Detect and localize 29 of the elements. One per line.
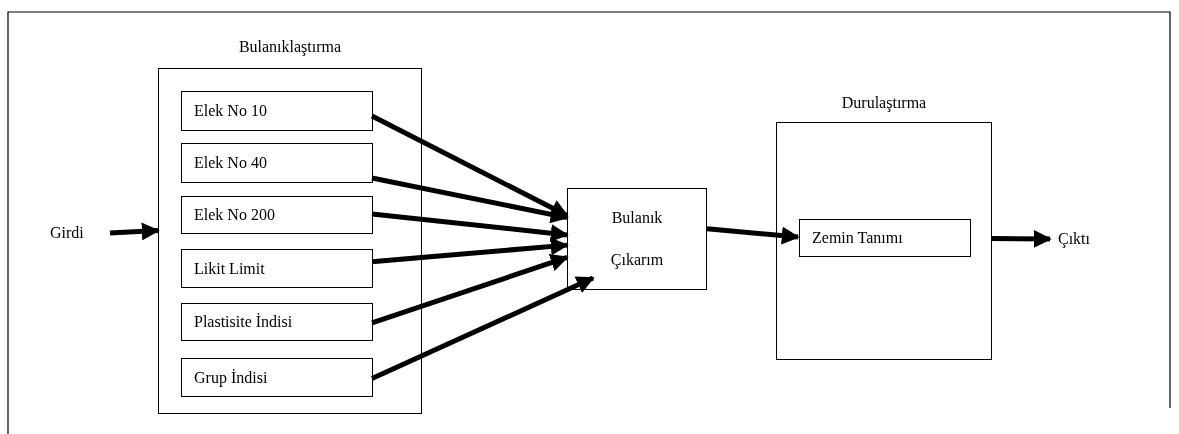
arrow <box>371 254 569 326</box>
box-text: Grup İndisi <box>194 367 268 388</box>
process-box <box>567 188 707 290</box>
group-heading: Durulaştırma <box>840 94 928 112</box>
arrow <box>371 237 569 265</box>
box-text: Zemin Tanımı <box>812 228 903 248</box>
io-label: Çıktı <box>1058 228 1090 250</box>
box-text: Likit Limit <box>194 258 265 279</box>
process-box <box>181 249 373 288</box>
arrow <box>371 211 569 243</box>
process-box <box>181 303 373 341</box>
arrow <box>992 229 1052 248</box>
process-box <box>181 91 373 131</box>
box-text: Bulanık Çıkarım <box>609 208 665 271</box>
box-text: Plastisite İndisi <box>194 312 293 332</box>
arrow <box>370 275 595 381</box>
arrow <box>371 175 569 224</box>
box-text: Elek No 200 <box>194 205 275 225</box>
box-text: Elek No 40 <box>194 153 267 173</box>
process-box <box>799 219 971 257</box>
arrow <box>370 113 569 218</box>
process-box <box>181 143 373 183</box>
process-box <box>181 358 373 397</box>
process-box <box>181 196 373 234</box>
box-text: Elek No 10 <box>194 101 267 121</box>
arrow <box>706 226 800 245</box>
io-label: Girdi <box>50 222 84 244</box>
group-heading: Bulanıklaştırma <box>237 38 343 56</box>
arrow <box>109 222 160 241</box>
